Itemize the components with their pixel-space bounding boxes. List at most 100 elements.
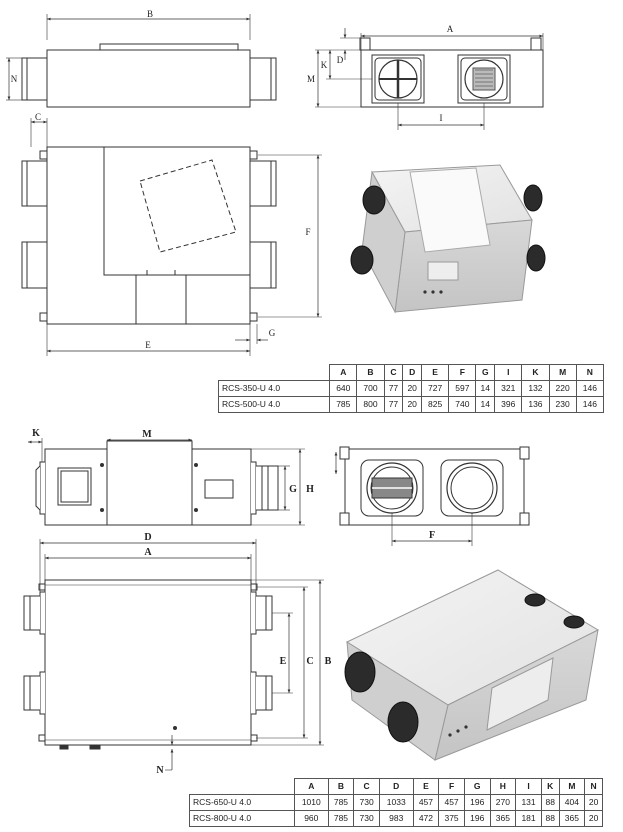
model-name: RCS-650-U 4.0 bbox=[189, 794, 295, 811]
table-cell: 196 bbox=[463, 810, 491, 827]
table-cell: 983 bbox=[378, 810, 414, 827]
table-cell: 146 bbox=[575, 380, 605, 397]
model-name: RCS-800-U 4.0 bbox=[189, 810, 295, 827]
table-cell: 146 bbox=[575, 396, 605, 413]
table-cell: 785 bbox=[327, 794, 355, 811]
s2-side-view bbox=[28, 438, 305, 526]
table-cell: 404 bbox=[558, 794, 586, 811]
table-cell: 77 bbox=[383, 396, 404, 413]
s2-col-header: M bbox=[558, 778, 586, 795]
s2-col-header: D bbox=[378, 778, 414, 795]
model-name: RCS-350-U 4.0 bbox=[217, 380, 331, 397]
s2-dimension-table: A B C D E F G H I K M N RCS-650-U 4.0 10… bbox=[189, 778, 603, 827]
table-cell: 220 bbox=[548, 380, 577, 397]
table-cell: 20 bbox=[584, 794, 603, 811]
table-cell: 365 bbox=[489, 810, 517, 827]
s1-col-header: E bbox=[421, 364, 450, 381]
s2-col-header: H bbox=[489, 778, 517, 795]
s2-label-d: D bbox=[144, 532, 151, 543]
s1-3d-render bbox=[350, 164, 546, 314]
s2-plan-view bbox=[23, 539, 324, 771]
s1-col-header: N bbox=[575, 364, 605, 381]
table-cell: 785 bbox=[329, 396, 358, 413]
table-cell: 230 bbox=[548, 396, 577, 413]
table-row: RCS-650-U 4.0 1010 785 730 1033 457 457 … bbox=[189, 794, 603, 811]
s2-col-header: F bbox=[438, 778, 465, 795]
table-cell: 77 bbox=[383, 380, 404, 397]
s1-col-header: G bbox=[475, 364, 496, 381]
table-cell: 825 bbox=[421, 396, 450, 413]
s1-label-a: A bbox=[447, 24, 454, 34]
s2-label-k: K bbox=[32, 428, 40, 439]
table-cell: 730 bbox=[353, 810, 380, 827]
s1-col-header: B bbox=[356, 364, 385, 381]
table-cell: 740 bbox=[448, 396, 477, 413]
table-cell: 131 bbox=[515, 794, 542, 811]
table-row: RCS-350-U 4.0 640 700 77 20 727 597 14 3… bbox=[217, 380, 605, 397]
table-cell: 20 bbox=[402, 396, 423, 413]
s2-label-g: G bbox=[289, 484, 297, 495]
table-cell: 700 bbox=[356, 380, 385, 397]
table-cell: 88 bbox=[540, 794, 560, 811]
table-cell: 270 bbox=[489, 794, 517, 811]
s2-table-header: A B C D E F G H I K M N bbox=[189, 778, 603, 795]
s1-label-n: N bbox=[11, 74, 18, 84]
s2-col-header: B bbox=[327, 778, 355, 795]
table-cell: 20 bbox=[584, 810, 603, 827]
table-cell: 20 bbox=[402, 380, 423, 397]
s1-label-m: M bbox=[307, 74, 315, 84]
s1-col-header: I bbox=[494, 364, 523, 381]
table-cell: 457 bbox=[438, 794, 465, 811]
s2-col-header: C bbox=[353, 778, 380, 795]
s1-label-k: K bbox=[321, 60, 328, 70]
table-cell: 132 bbox=[521, 380, 550, 397]
table-cell: 321 bbox=[494, 380, 523, 397]
s2-3d-render bbox=[344, 569, 600, 761]
s2-table-corner bbox=[189, 778, 295, 795]
s1-dimension-table: A B C D E F G I K M N RCS-350-U 4.0 640 … bbox=[217, 364, 605, 413]
s1-label-e: E bbox=[145, 340, 151, 350]
s1-label-b: B bbox=[147, 9, 153, 19]
table-cell: 730 bbox=[353, 794, 380, 811]
table-cell: 196 bbox=[463, 794, 491, 811]
table-cell: 14 bbox=[475, 380, 496, 397]
table-cell: 800 bbox=[356, 396, 385, 413]
table-cell: 14 bbox=[475, 396, 496, 413]
s1-col-header: F bbox=[448, 364, 477, 381]
s1-label-g: G bbox=[269, 328, 276, 338]
table-cell: 597 bbox=[448, 380, 477, 397]
s1-table-corner bbox=[218, 364, 331, 381]
table-cell: 785 bbox=[327, 810, 355, 827]
s1-plan-view bbox=[21, 118, 322, 356]
s2-col-header: G bbox=[463, 778, 491, 795]
s1-col-header: M bbox=[548, 364, 577, 381]
s1-label-c: C bbox=[35, 112, 41, 122]
s2-col-header: N bbox=[584, 778, 603, 795]
s2-col-header: I bbox=[515, 778, 542, 795]
s1-label-i: I bbox=[440, 113, 443, 123]
table-cell: 727 bbox=[421, 380, 450, 397]
s1-col-header: C bbox=[383, 364, 404, 381]
s2-label-c: C bbox=[306, 656, 313, 667]
table-cell: 1033 bbox=[378, 794, 414, 811]
s1-front-view bbox=[315, 28, 544, 130]
s2-col-header: K bbox=[540, 778, 560, 795]
s2-front-view bbox=[334, 446, 530, 546]
table-cell: 88 bbox=[540, 810, 560, 827]
table-cell: 181 bbox=[515, 810, 542, 827]
s2-label-a: A bbox=[144, 547, 152, 558]
table-row: RCS-500-U 4.0 785 800 77 20 825 740 14 3… bbox=[217, 396, 605, 413]
table-cell: 375 bbox=[438, 810, 465, 827]
table-cell: 457 bbox=[412, 794, 440, 811]
table-cell: 136 bbox=[521, 396, 550, 413]
table-row: RCS-800-U 4.0 960 785 730 983 472 375 19… bbox=[189, 810, 603, 827]
s1-col-header: A bbox=[329, 364, 358, 381]
s2-col-header: A bbox=[293, 778, 329, 795]
s2-label-b: B bbox=[325, 656, 332, 667]
s2-label-h: H bbox=[306, 484, 314, 495]
s2-label-n: N bbox=[156, 765, 164, 776]
s2-label-e: E bbox=[280, 656, 287, 667]
s1-col-header: D bbox=[402, 364, 423, 381]
s2-label-f: F bbox=[429, 530, 435, 541]
table-cell: 1010 bbox=[293, 794, 329, 811]
